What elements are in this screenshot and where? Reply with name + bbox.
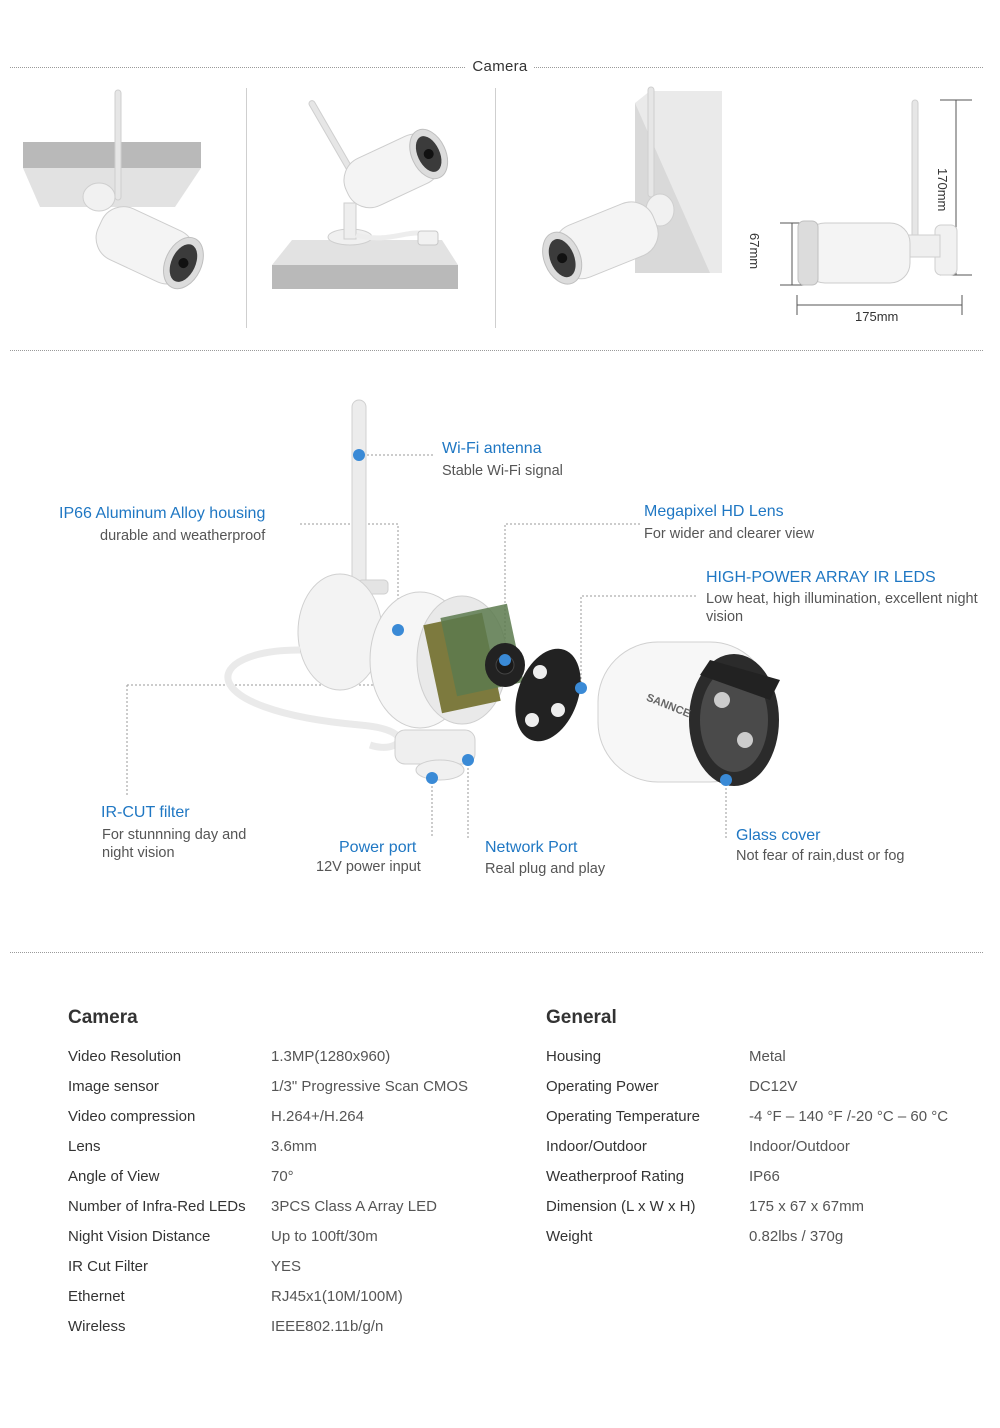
- spec-value: H.264+/H.264: [271, 1108, 364, 1125]
- dimension-depth-label: 67mm: [747, 233, 762, 270]
- spec-value: 3PCS Class A Array LED: [271, 1198, 437, 1215]
- spec-row: Image sensor 1/3" Progressive Scan CMOS: [68, 1078, 508, 1108]
- spec-key: Housing: [546, 1048, 602, 1065]
- spec-key: Image sensor: [68, 1078, 159, 1095]
- spec-row: Number of Infra-Red LEDs 3PCS Class A Arr…: [68, 1198, 508, 1228]
- dimension-height-label: 170mm: [935, 168, 950, 212]
- spec-key: Angle of View: [68, 1168, 160, 1185]
- spec-key: Weatherproof Rating: [546, 1168, 685, 1185]
- camera-view-ceiling: [262, 85, 482, 330]
- spec-key: Night Vision Distance: [68, 1228, 211, 1245]
- camera-view-dimensions: [760, 85, 990, 330]
- spec-row: Lens 3.6mm: [68, 1138, 508, 1168]
- spec-row: Weatherproof Rating IP66: [546, 1168, 986, 1198]
- spec-value: Up to 100ft/30m: [271, 1228, 378, 1245]
- camera-specs-heading: Camera: [68, 1007, 138, 1028]
- spec-value: 1/3" Progressive Scan CMOS: [271, 1078, 469, 1095]
- camera-view-side-wall: [530, 85, 740, 330]
- panel-divider: [246, 88, 247, 328]
- callout-wifi-title: Wi-Fi antenna: [442, 440, 542, 457]
- spec-key: Dimension (L x W x H): [546, 1198, 696, 1215]
- section-title: Camera: [0, 58, 1000, 75]
- callout-ircut-desc: For stunnning day and night vision: [102, 827, 247, 861]
- exploded-view-diagram: SANNCE: [0, 360, 1000, 940]
- spec-row: Dimension (L x W x H) 175 x 67 x 67mm: [546, 1198, 986, 1228]
- spec-key: Wireless: [68, 1318, 126, 1335]
- spec-key: IR Cut Filter: [68, 1258, 149, 1275]
- panel-divider: [495, 88, 496, 328]
- spec-key: Operating Temperature: [546, 1108, 700, 1125]
- spec-key: Weight: [546, 1228, 593, 1245]
- spec-row: Weight 0.82lbs / 370g: [546, 1228, 986, 1258]
- callout-ircut-title: IR-CUT filter: [101, 804, 190, 821]
- callout-power-desc: 12V power input: [316, 859, 421, 875]
- spec-row: Angle of View 70°: [68, 1168, 508, 1198]
- camera-view-wall-mounted: [15, 85, 225, 330]
- spec-value: RJ45x1(10M/100M): [271, 1288, 403, 1305]
- callout-housing-title: IP66 Aluminum Alloy housing: [59, 505, 266, 522]
- callout-network-desc: Real plug and play: [485, 861, 606, 877]
- spec-row: Housing Metal: [546, 1048, 986, 1078]
- spec-row: Indoor/Outdoor Indoor/Outdoor: [546, 1138, 986, 1168]
- spec-value: IP66: [749, 1168, 780, 1185]
- callout-glass-desc: Not fear of rain,dust or fog: [736, 848, 905, 864]
- spec-row: IR Cut Filter YES: [68, 1258, 508, 1288]
- spec-key: Indoor/Outdoor: [546, 1138, 647, 1155]
- section-rule: [10, 952, 983, 953]
- spec-value: -4 °F – 140 °F /-20 °C – 60 °C: [749, 1108, 949, 1125]
- spec-row: Ethernet RJ45x1(10M/100M): [68, 1288, 508, 1318]
- callout-wifi-desc: Stable Wi-Fi signal: [442, 463, 563, 479]
- spec-row: Night Vision Distance Up to 100ft/30m: [68, 1228, 508, 1258]
- spec-value: 0.82lbs / 370g: [749, 1228, 844, 1245]
- spec-key: Ethernet: [68, 1288, 125, 1305]
- spec-key: Operating Power: [546, 1078, 659, 1095]
- spec-key: Number of Infra-Red LEDs: [68, 1198, 246, 1215]
- spec-row: Video compression H.264+/H.264: [68, 1108, 508, 1138]
- general-specs-table: Housing Metal Operating Power DC12V Operat…: [546, 1048, 986, 1258]
- callout-housing-desc: durable and weatherproof: [100, 528, 266, 544]
- callout-ir-leds-desc: Low heat, high illumination, excellent n…: [706, 591, 978, 625]
- spec-key: Video compression: [68, 1108, 196, 1125]
- callout-lens-desc: For wider and clearer view: [644, 526, 815, 542]
- spec-row: Video Resolution 1.3MP(1280x960): [68, 1048, 508, 1078]
- callout-network-title: Network Port: [485, 839, 578, 856]
- spec-value: IEEE802.11b/g/n: [271, 1318, 384, 1335]
- spec-value: YES: [271, 1258, 302, 1275]
- callout-ir-leds-title: HIGH-POWER ARRAY IR LEDS: [706, 569, 936, 586]
- spec-key: Video Resolution: [68, 1048, 182, 1065]
- spec-value: Metal: [749, 1048, 786, 1065]
- callout-glass-title: Glass cover: [736, 827, 821, 844]
- spec-row: Operating Power DC12V: [546, 1078, 986, 1108]
- general-specs-heading: General: [546, 1007, 617, 1028]
- spec-value: 3.6mm: [271, 1138, 317, 1155]
- spec-value: Indoor/Outdoor: [749, 1138, 850, 1155]
- spec-value: 1.3MP(1280x960): [271, 1048, 391, 1065]
- spec-value: DC12V: [749, 1078, 798, 1095]
- section-rule: [10, 350, 983, 351]
- spec-row: Operating Temperature -4 °F – 140 °F /-20…: [546, 1108, 986, 1138]
- camera-specs-table: Video Resolution 1.3MP(1280x960) Image se…: [68, 1048, 508, 1348]
- dimension-length-label: 175mm: [855, 309, 899, 324]
- spec-value: 175 x 67 x 67mm: [749, 1198, 865, 1215]
- spec-value: 70°: [271, 1168, 294, 1185]
- spec-row: Wireless IEEE802.11b/g/n: [68, 1318, 508, 1348]
- callout-lens-title: Megapixel HD Lens: [644, 503, 784, 520]
- callout-power-title: Power port: [339, 839, 417, 856]
- spec-key: Lens: [68, 1138, 101, 1155]
